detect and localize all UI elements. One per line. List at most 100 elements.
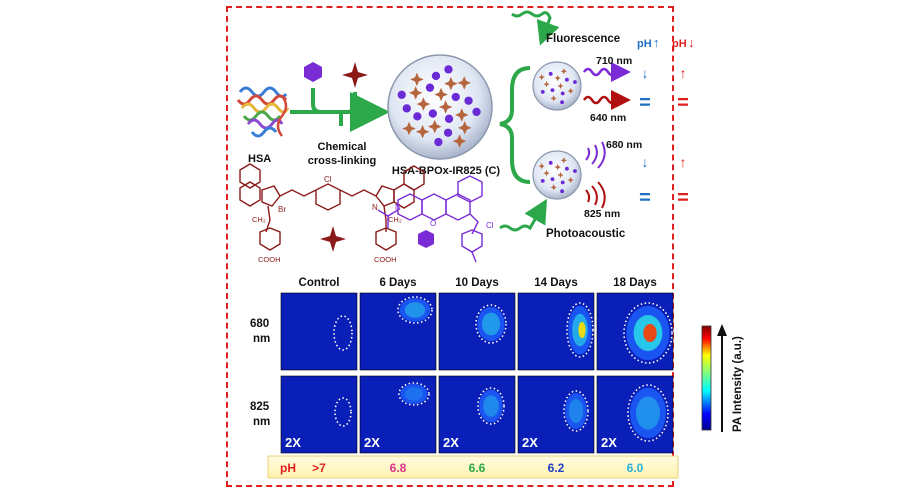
magnification-label: 2X — [443, 435, 459, 450]
ir825-particle-icon — [427, 119, 442, 134]
ir825-particle-icon — [560, 157, 567, 164]
magnification-label: 2X — [522, 435, 538, 450]
bpox-hexagon-icon — [304, 62, 322, 82]
wl-680-label: 680 nm — [606, 139, 642, 151]
bpox-particle-icon — [573, 80, 577, 84]
column-header-3: 14 Days — [534, 277, 577, 289]
ir825-particle-icon — [567, 176, 574, 184]
ir825-n-label: N — [372, 203, 378, 212]
tumor-outline — [623, 302, 673, 364]
ir825-br-label: Br — [278, 205, 286, 214]
pa-image-panel — [280, 292, 358, 371]
bpox-particle-icon — [397, 90, 406, 99]
ir825-ch2-right-label: CH₂ — [388, 215, 402, 224]
bpox-particle-icon — [472, 107, 481, 117]
ph-down-arrow-icon: ↓ — [688, 35, 695, 50]
signal-core — [636, 396, 660, 430]
pa-680-ph-high: ↓ — [642, 154, 649, 170]
emission-710-wave — [582, 62, 631, 82]
photoacoustic-label: Photoacoustic — [546, 228, 626, 240]
signal-core — [405, 387, 423, 401]
hsa-label: HSA — [248, 153, 271, 165]
ir825-particle-icon — [408, 86, 423, 100]
ir825-particle-icon — [557, 82, 564, 90]
bpox-particle-icon — [464, 96, 473, 105]
ir825-particle-icon — [560, 68, 567, 75]
bpox-particle-icon — [451, 92, 460, 102]
row-label-1-line2: nm — [253, 416, 270, 428]
crosslink-label-line2: cross-linking — [308, 155, 376, 167]
pa-680-signal-arcs — [585, 141, 606, 169]
nanoparticle-sphere — [387, 54, 493, 160]
tumor-outline — [333, 315, 353, 351]
ir825-particle-icon — [538, 74, 545, 81]
signal-hotspot — [643, 324, 657, 342]
tumor-outline — [397, 296, 433, 324]
bpox-particle-icon — [550, 177, 555, 182]
bpox-particle-icon — [428, 109, 437, 118]
bpox-particle-icon — [413, 112, 422, 121]
magnification-label: 2X — [601, 435, 617, 450]
ir825-particle-icon — [416, 97, 431, 111]
fl-710-ph-low: ↑ — [680, 65, 687, 81]
ir825-particle-icon — [457, 121, 472, 135]
bpox-particle-icon — [548, 71, 553, 76]
wl-825-label: 825 nm — [584, 208, 620, 220]
row-label-0-line2: nm — [253, 333, 270, 345]
signal-core — [568, 399, 584, 423]
tumor-outline — [398, 382, 430, 406]
signal-region — [400, 384, 428, 404]
bpox-particle-icon — [434, 137, 443, 147]
emission-640-wave — [582, 90, 631, 110]
fluorescence-label: Fluorescence — [546, 33, 620, 45]
bpox-particle-icon — [540, 178, 545, 183]
bpox-particle-icon — [425, 83, 435, 92]
bpox-particle-icon — [444, 114, 454, 123]
ir825-particle-icon — [554, 74, 561, 82]
fluorescence-nanoparticle — [532, 61, 582, 111]
ir825-particle-icon — [452, 134, 467, 148]
ir825-cooh-left-label: COOH — [258, 255, 281, 264]
ir825-particle-icon — [410, 72, 424, 87]
ir825-particle-icon — [538, 163, 545, 170]
ph-up-label: pH — [637, 38, 652, 50]
ir825-particle-icon — [457, 76, 472, 90]
ph-bar — [267, 455, 679, 479]
bpox-structure — [377, 175, 483, 263]
ir825-particle-icon — [557, 171, 564, 179]
pa-825-ph-high-equal: = — [639, 187, 651, 209]
ir825-star-icon-2 — [320, 226, 346, 252]
bpox-particle-icon — [560, 189, 564, 194]
column-header-4: 18 Days — [613, 277, 656, 289]
colorbar-label: PA Intensity (a.u.) — [732, 336, 744, 432]
ir825-particle-icon — [550, 95, 557, 102]
pa-825-signal-arcs — [585, 181, 606, 209]
bpox-particle-icon — [443, 128, 453, 137]
bpox-particle-icon — [550, 88, 555, 93]
ph-value-1: 6.8 — [390, 461, 407, 475]
fl-640-ph-low-equal: = — [677, 92, 689, 114]
ir825-particle-icon — [543, 81, 550, 88]
ph-down-label: pH — [672, 38, 687, 50]
bpox-particle-icon — [564, 77, 569, 82]
pa-680-ph-low: ↑ — [680, 154, 687, 170]
ir825-particle-icon — [402, 121, 416, 136]
tumor-outline — [334, 397, 352, 427]
bpox-cl-label: Cl — [486, 221, 494, 230]
ph-bar-label: pH — [280, 461, 296, 475]
ir825-particle-icon — [455, 108, 469, 122]
ph-up-arrow-icon: ↑ — [653, 35, 660, 50]
bpox-particle-icon — [573, 169, 577, 173]
ir825-particle-icon — [434, 87, 448, 102]
hsa-protein-structure — [236, 86, 290, 138]
ph-value-3: 6.2 — [548, 461, 565, 475]
tumor-outline — [627, 384, 669, 442]
crosslink-label-line1: Chemical — [318, 141, 367, 153]
bpox-particle-icon — [431, 71, 441, 81]
fluorescence-excitation-arrow — [511, 10, 560, 46]
bpox-particle-icon — [402, 104, 411, 113]
signal-core — [483, 395, 499, 417]
